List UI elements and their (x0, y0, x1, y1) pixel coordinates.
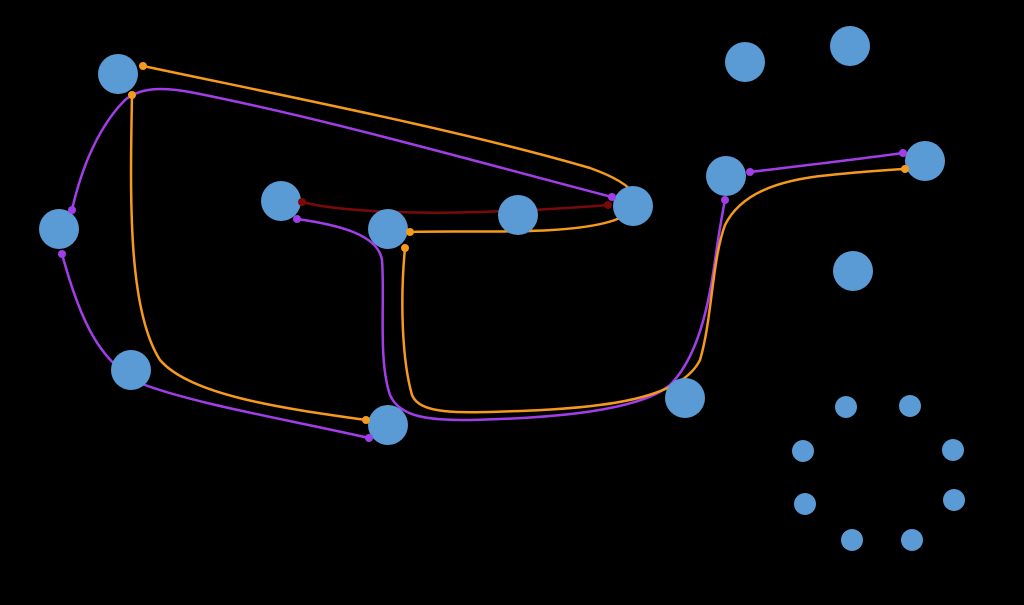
port-dot (608, 193, 616, 201)
port-dot (401, 244, 409, 252)
node[interactable] (368, 209, 408, 249)
ports-layer (58, 62, 909, 442)
node[interactable] (899, 395, 921, 417)
port-dot (139, 62, 147, 70)
node[interactable] (39, 209, 79, 249)
edge-n1-n2-purple[interactable] (70, 98, 127, 212)
node[interactable] (98, 54, 138, 94)
node[interactable] (942, 439, 964, 461)
node[interactable] (794, 493, 816, 515)
port-dot (746, 168, 754, 176)
node[interactable] (833, 251, 873, 291)
node[interactable] (111, 350, 151, 390)
node[interactable] (905, 141, 945, 181)
node[interactable] (706, 156, 746, 196)
node[interactable] (368, 405, 408, 445)
port-dot (293, 215, 301, 223)
node[interactable] (901, 529, 923, 551)
node[interactable] (613, 186, 653, 226)
node[interactable] (665, 378, 705, 418)
port-dot (721, 196, 729, 204)
edge-n1-n8-orange[interactable] (129, 93, 368, 422)
port-dot (58, 250, 66, 258)
port-dot (406, 228, 414, 236)
nodes-layer (39, 26, 965, 551)
port-dot (362, 416, 370, 424)
node[interactable] (498, 195, 538, 235)
node[interactable] (792, 440, 814, 462)
port-dot (901, 165, 909, 173)
port-dot (604, 201, 612, 209)
port-dot (899, 149, 907, 157)
node[interactable] (943, 489, 965, 511)
edge-n1-n6-purple[interactable] (123, 87, 614, 199)
node[interactable] (261, 181, 301, 221)
edge-n3-n9-purple[interactable] (295, 198, 727, 422)
edges-layer (60, 64, 907, 440)
edge-n2-n8-purple[interactable] (60, 252, 371, 440)
port-dot (68, 206, 76, 214)
node[interactable] (725, 42, 765, 82)
port-dot (365, 434, 373, 442)
port-dot (128, 91, 136, 99)
edge-n4-n12-orange[interactable] (401, 167, 907, 414)
node[interactable] (841, 529, 863, 551)
node[interactable] (835, 396, 857, 418)
edge-n10-n11-purple[interactable] (748, 151, 905, 174)
edge-n3-n6-darkred[interactable] (300, 200, 610, 214)
port-dot (298, 198, 306, 206)
node[interactable] (830, 26, 870, 66)
